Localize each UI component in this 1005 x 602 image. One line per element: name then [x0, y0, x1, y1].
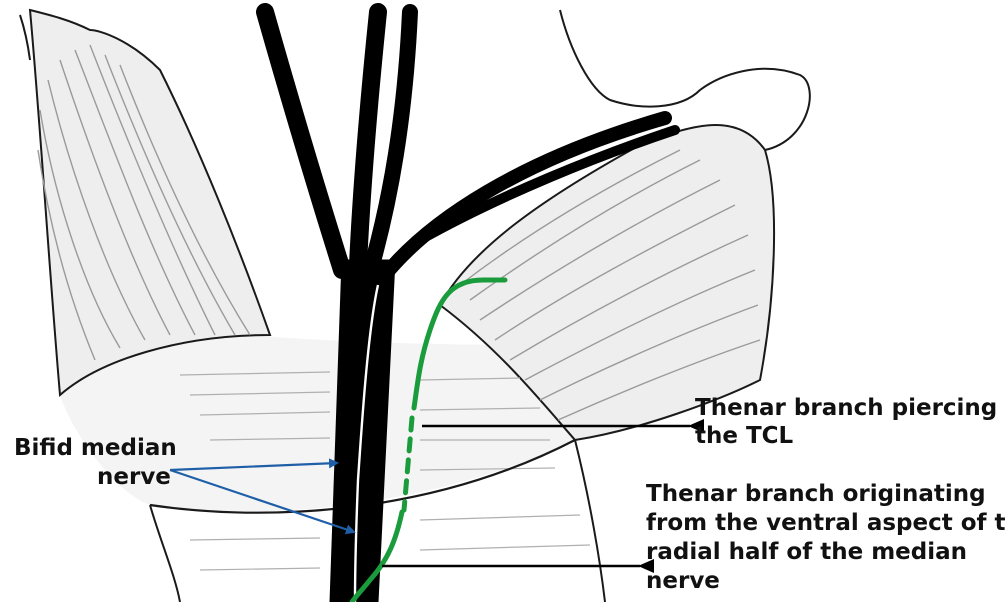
- label-thenar-originating-line1: Thenar branch originating: [646, 481, 986, 508]
- label-bifid-median-nerve-line1: Bifid median: [14, 435, 177, 462]
- label-bifid-median-nerve-line2: nerve: [97, 464, 171, 491]
- digital-branch-left: [265, 12, 342, 270]
- label-thenar-piercing-line1: Thenar branch piercing: [695, 395, 997, 422]
- label-thenar-originating-line3: radial half of the median: [646, 539, 967, 566]
- label-thenar-piercing-line2: the TCL: [695, 423, 793, 450]
- hypothenar-muscle: [30, 10, 270, 395]
- label-thenar-originating-line4: nerve: [646, 568, 720, 595]
- label-thenar-originating-line2: from the ventral aspect of the: [646, 510, 1005, 537]
- finger-outline: [20, 15, 30, 60]
